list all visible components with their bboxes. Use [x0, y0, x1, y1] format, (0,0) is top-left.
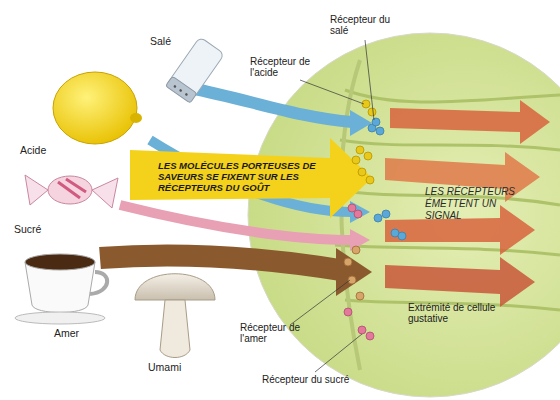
- receptor-label: Récepteur de l'acide: [250, 56, 312, 78]
- signal-arrows: [385, 100, 550, 307]
- salt-shaker: [166, 37, 225, 103]
- mushroom: [135, 274, 215, 358]
- receptors: [344, 100, 406, 340]
- flavour-label: Sucré: [14, 224, 64, 235]
- leader-lines: [290, 40, 374, 372]
- receptor-label: Récepteur du sucré: [262, 374, 372, 385]
- flavour-label: Acide: [20, 145, 70, 156]
- taste-cell: [248, 33, 560, 397]
- receptor-label: Récepteur du salé: [330, 14, 392, 36]
- candy: [25, 175, 118, 208]
- arrow-text: LES MOLÉCULES PORTEUSES DE SAVEURS SE FI…: [158, 160, 338, 193]
- coffee-cup: [15, 254, 107, 324]
- cell-label: Extrémité de cellule gustative: [408, 302, 508, 324]
- signal-text: LES RÉCEPTEURS ÉMETTENT UN SIGNAL: [425, 186, 535, 222]
- flavour-label: Amer: [54, 328, 104, 339]
- flavour-label: Umami: [148, 362, 208, 373]
- lemon: [53, 72, 142, 144]
- flavour-label: Salé: [150, 36, 200, 47]
- receptor-label: Récepteur de l'amer: [240, 322, 302, 344]
- flavour-arrows: [100, 88, 372, 296]
